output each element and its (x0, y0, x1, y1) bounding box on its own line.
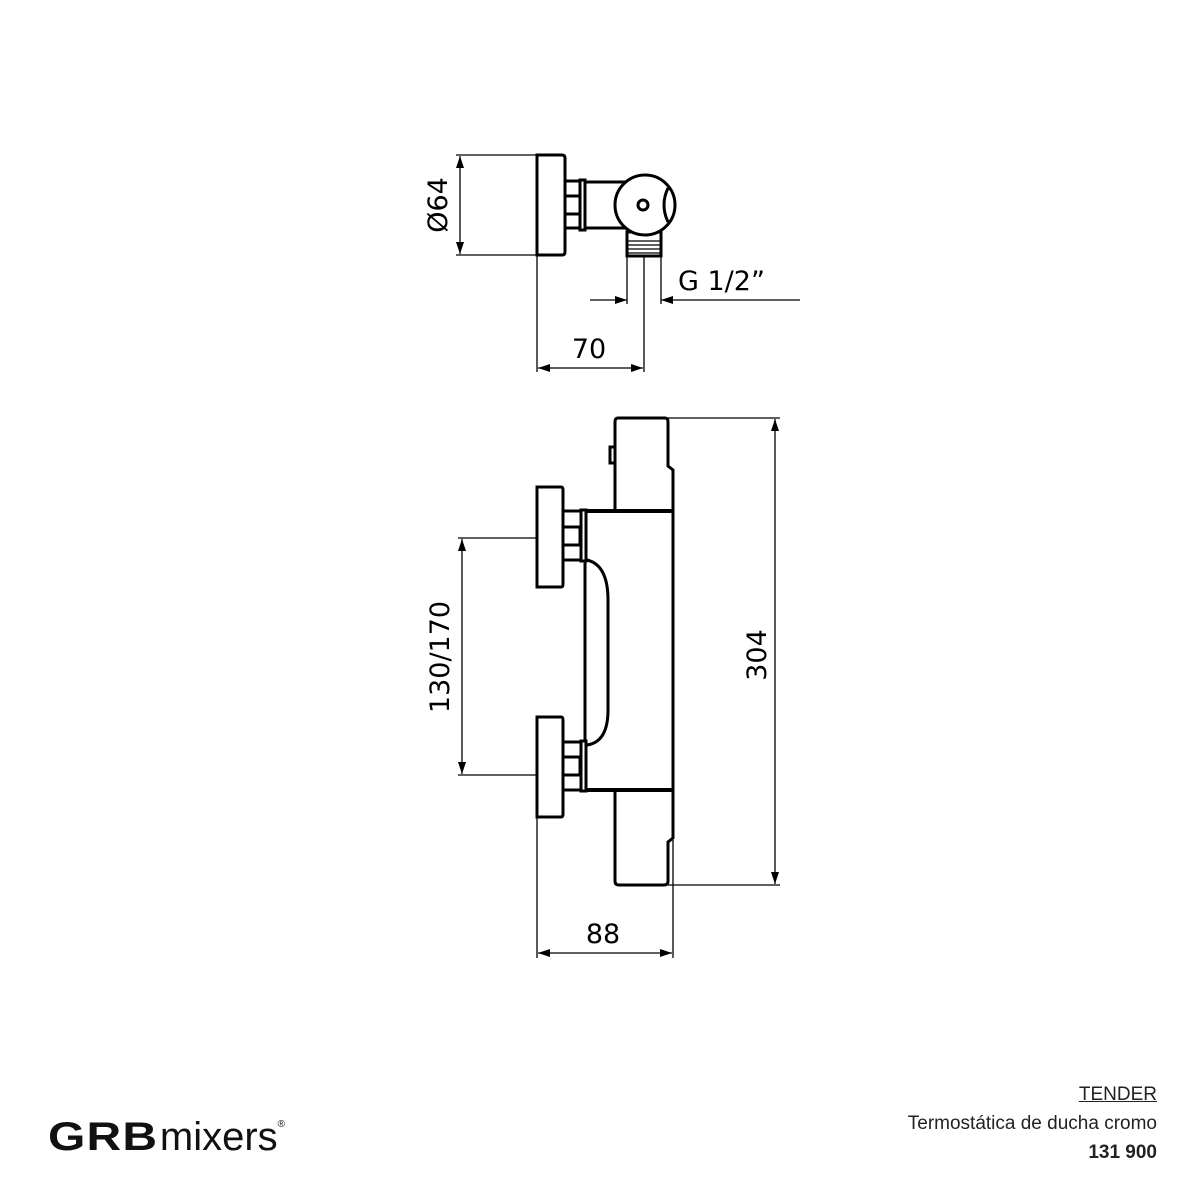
top-view: Ø64 G 1/2” 70 (423, 153, 800, 372)
bridge-curve (586, 558, 610, 747)
dim-thread: G 1/2” (678, 266, 765, 297)
product-info: TENDER Termostática de ducha cromo 131 9… (908, 1080, 1157, 1167)
logo-bold: GRB (48, 1115, 159, 1159)
dim-depth-top: 70 (572, 334, 606, 365)
brand-logo: GRBmixers® (48, 1115, 285, 1160)
dim-diameter: Ø64 (423, 177, 454, 233)
registered-mark: ® (277, 1119, 286, 1130)
knob-top (535, 153, 567, 257)
product-name: TENDER (1078, 1084, 1157, 1105)
dim-depth-front: 88 (586, 919, 620, 950)
upper-knob (535, 485, 565, 589)
lower-knob (535, 715, 565, 819)
product-code: 131 900 (1088, 1142, 1157, 1163)
logo-light: mixers (159, 1115, 278, 1159)
bottom-cap (613, 788, 675, 887)
dim-inlet-spacing: 130/170 (425, 601, 456, 713)
product-description: Termostática de ducha cromo (907, 1113, 1157, 1134)
front-view: 130/170 304 88 (425, 416, 780, 958)
top-cap (613, 416, 675, 513)
main-body (583, 509, 675, 792)
dim-height: 304 (742, 629, 773, 681)
